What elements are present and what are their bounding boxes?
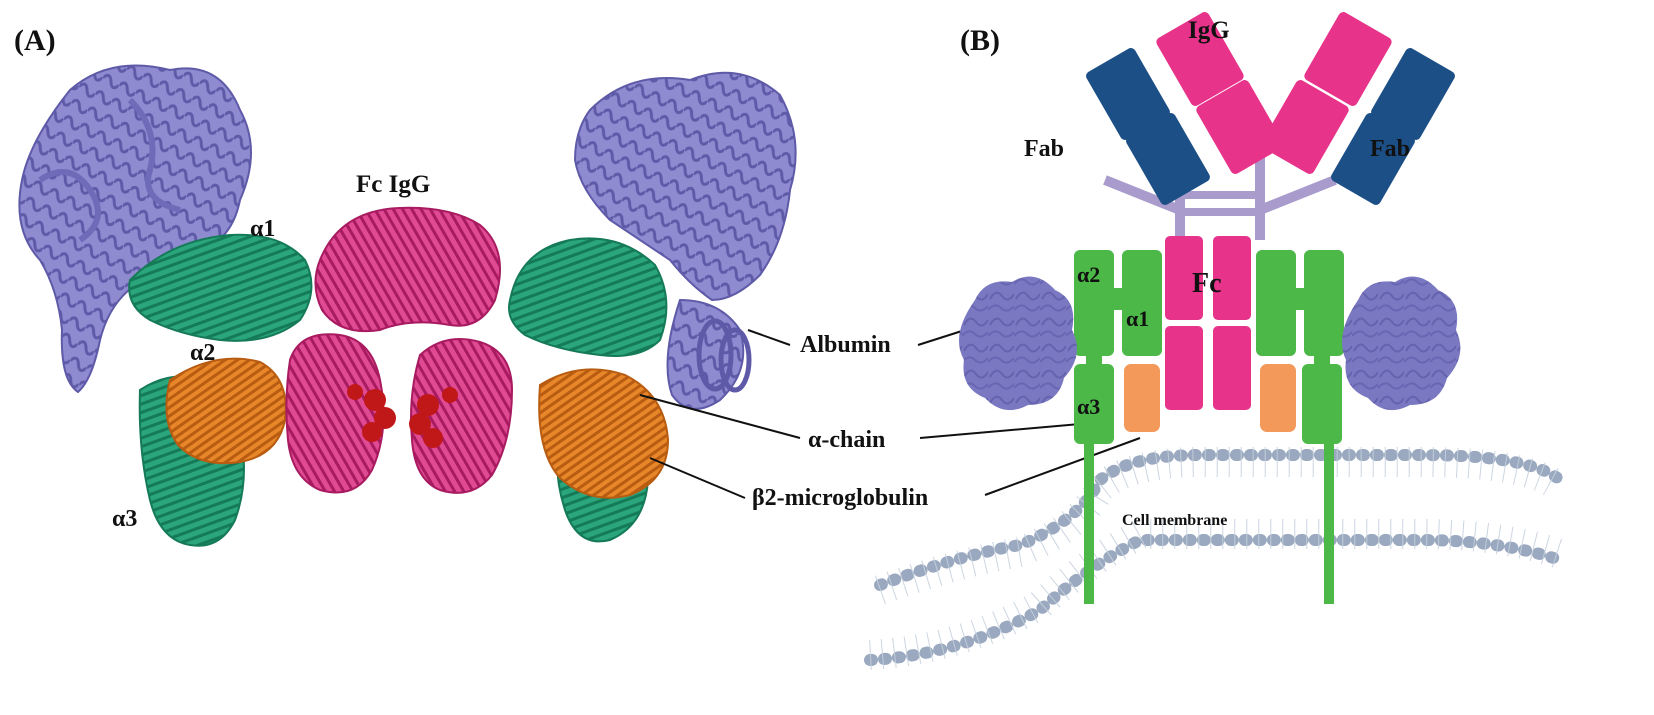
alpha-chain-leader-b — [919, 423, 1081, 439]
albumin-leader-a — [747, 329, 791, 346]
fc-igg-structure — [285, 206, 514, 494]
alpha3-label-a: α3 — [112, 506, 137, 532]
cell-membrane: Cell membrane — [864, 447, 1570, 670]
b2m-callout: β2-microglobulin — [752, 485, 928, 511]
albumin-blob-right — [1342, 276, 1461, 411]
alpha-chain-callout: α-chain — [808, 427, 885, 453]
igg-label: IgG — [1188, 17, 1230, 44]
albumin-leader-b — [917, 329, 966, 346]
albumin-structure-right — [573, 71, 797, 410]
alpha2-label-b: α2 — [1077, 262, 1100, 287]
membrane-label: Cell membrane — [1122, 512, 1227, 529]
b2m-box-left — [1124, 364, 1160, 432]
alpha3-label-b: α3 — [1077, 394, 1100, 419]
b2m-structure-right — [538, 368, 670, 499]
alpha1-label-b: α1 — [1126, 306, 1149, 331]
albumin-structure-left — [18, 64, 252, 394]
igg-antibody: IgG Fab Fab Fc — [1024, 12, 1455, 410]
b2m-box-right — [1260, 364, 1296, 432]
b2m-leader-a — [649, 457, 746, 499]
panel-a: (A) — [14, 24, 797, 547]
callouts: Albumin α-chain β2-microglobulin — [639, 329, 1141, 511]
albumin-callout: Albumin — [800, 332, 891, 358]
albumin-blob-left — [958, 276, 1077, 411]
panel-b: (B) Cell membrane IgG — [864, 12, 1570, 670]
fab-left-label: Fab — [1024, 136, 1064, 162]
panel-b-title: (B) — [960, 24, 1000, 57]
alpha1-label-a: α1 — [250, 216, 275, 242]
alpha2-label-a: α2 — [190, 340, 215, 366]
b2m-structure-left — [165, 357, 287, 465]
panel-a-title: (A) — [14, 24, 56, 57]
fcrn-left: α2 α1 α3 — [1074, 250, 1162, 604]
fcrn-right — [1256, 250, 1344, 604]
b2m-leader-b — [984, 437, 1141, 496]
fc-igg-label: Fc IgG — [356, 171, 430, 198]
fab-right-label: Fab — [1370, 136, 1410, 162]
alpha-chain-leader-a — [639, 394, 801, 439]
fc-label-b: Fc — [1192, 268, 1222, 299]
